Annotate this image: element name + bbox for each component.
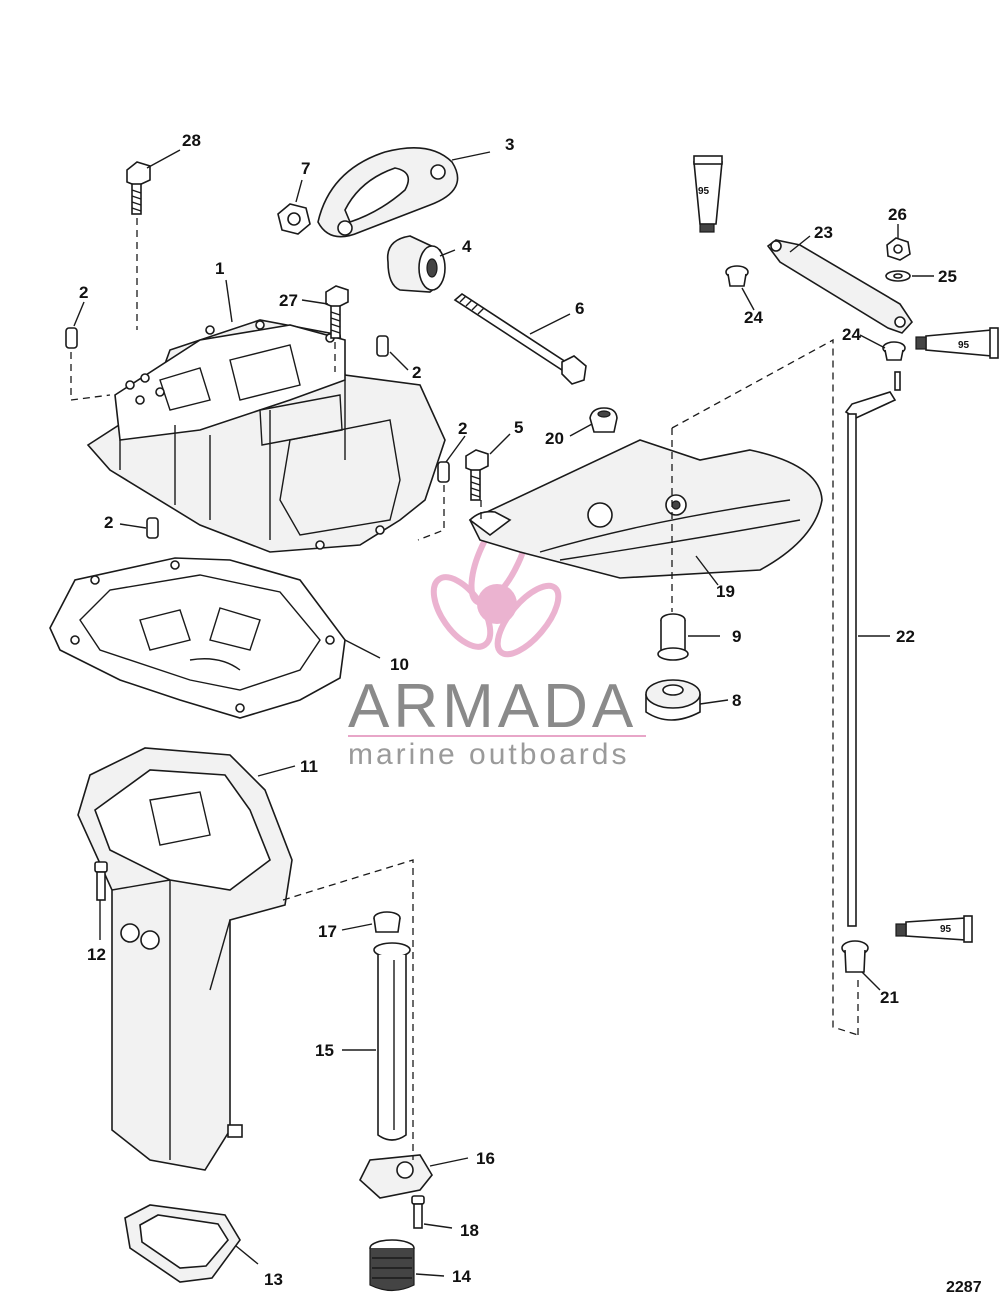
bolt-part-28 xyxy=(126,161,151,215)
bushing-part-24-upper xyxy=(725,265,749,287)
callout-11: 11 xyxy=(300,757,318,776)
bushing-part-21 xyxy=(841,940,869,973)
watermark-tagline: marine outboards xyxy=(348,738,629,771)
nut-part-26 xyxy=(886,237,911,261)
lubricant-code-lower: 95 xyxy=(940,924,952,935)
watermark-brand: ARMADA xyxy=(348,672,637,741)
callout-2: 2 xyxy=(79,283,88,302)
callout-22: 22 xyxy=(896,627,915,646)
long-bolt-part-6 xyxy=(453,293,587,385)
shift-link-part-23 xyxy=(766,239,914,334)
callout-5: 5 xyxy=(514,418,523,437)
screw-part-12 xyxy=(94,861,108,901)
callout-15: 15 xyxy=(315,1041,334,1060)
callout-2: 2 xyxy=(458,419,467,438)
callout-10: 10 xyxy=(390,655,409,674)
callout-9: 9 xyxy=(732,627,741,646)
grommet-part-17 xyxy=(373,911,401,933)
adaptor-plate-part-1 xyxy=(86,319,446,553)
callout-17: 17 xyxy=(318,922,337,941)
dowel-pin-part-2 xyxy=(65,327,450,539)
callout-25: 25 xyxy=(938,267,957,286)
bracket-part-19 xyxy=(468,439,823,579)
callout-6: 6 xyxy=(575,299,584,318)
callout-19: 19 xyxy=(716,582,735,601)
callout-21: 21 xyxy=(880,988,899,1007)
driveshaft-housing-part-11 xyxy=(77,747,293,1171)
callout-3: 3 xyxy=(505,135,514,154)
bolt-part-5 xyxy=(465,449,489,501)
callout-24: 24 xyxy=(744,308,763,327)
watermark-underline xyxy=(348,735,646,737)
callout-27: 27 xyxy=(279,291,298,310)
callout-labels: 1 2 2 2 2 3 4 5 6 7 8 9 10 11 12 13 14 1… xyxy=(79,131,957,1289)
callout-12: 12 xyxy=(87,945,106,964)
callout-13: 13 xyxy=(264,1270,283,1289)
water-tube-part-15 xyxy=(373,942,411,1141)
gasket-part-10 xyxy=(49,557,346,719)
callout-20: 20 xyxy=(545,429,564,448)
lubricant-code-upper: 95 xyxy=(698,186,710,197)
bushing-part-24-lower xyxy=(882,341,906,361)
bushing-part-9 xyxy=(657,613,689,661)
callout-7: 7 xyxy=(301,159,310,178)
lubricant-tube-95-upper: 95 xyxy=(693,155,723,233)
figure-id: 2287 xyxy=(946,1279,982,1296)
washer-part-25 xyxy=(885,270,911,282)
nut-part-7 xyxy=(277,203,311,235)
callout-leader-lines xyxy=(73,149,934,1277)
callout-2: 2 xyxy=(104,513,113,532)
lubricant-tube-95-right: 95 xyxy=(915,327,999,359)
callout-16: 16 xyxy=(476,1149,495,1168)
lubricant-code-right: 95 xyxy=(958,340,970,351)
screw-part-18 xyxy=(411,1195,425,1229)
bracket-part-3 xyxy=(317,146,459,238)
callout-1: 1 xyxy=(215,259,224,278)
seal-part-13 xyxy=(124,1204,241,1283)
callout-23: 23 xyxy=(814,223,833,242)
seal-part-14 xyxy=(369,1239,415,1292)
callout-8: 8 xyxy=(732,691,741,710)
lubricant-tube-95-lower: 95 xyxy=(895,915,973,943)
bolt-part-27 xyxy=(325,285,349,339)
callout-2: 2 xyxy=(412,363,421,382)
rubber-mount-part-4 xyxy=(386,235,446,293)
holder-part-16 xyxy=(359,1154,433,1199)
assembly-dashed-lines xyxy=(70,218,859,1160)
callout-26: 26 xyxy=(888,205,907,224)
grommet-part-20 xyxy=(589,407,618,433)
shift-rod-part-22 xyxy=(844,371,901,927)
callout-28: 28 xyxy=(182,131,201,150)
callout-18: 18 xyxy=(460,1221,479,1240)
callout-14: 14 xyxy=(452,1267,471,1286)
callout-4: 4 xyxy=(462,237,472,256)
rubber-washer-part-8 xyxy=(645,679,701,721)
callout-24: 24 xyxy=(842,325,861,344)
